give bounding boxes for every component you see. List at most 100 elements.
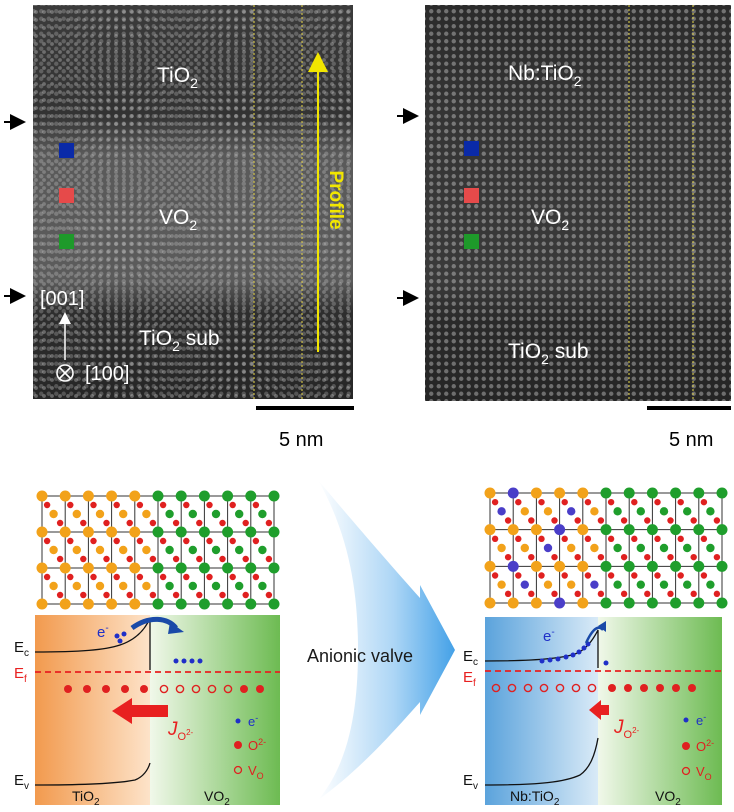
lattice-oxygen-atom [80,519,87,527]
lattice-oxygen-atom [206,501,213,509]
lattice-oxygen-atom [607,498,615,506]
lattice-oxygen-atom [136,501,144,509]
lattice-oxygen-atom [677,535,684,543]
lattice-body-cation [636,543,645,553]
lattice-oxygen-atom [667,553,674,561]
axis-001-label: [001] [40,288,84,310]
lattice-corner-cation [623,524,635,536]
left-scale-bar [256,406,354,410]
oxygen-ion [256,685,264,693]
lattice-corner-cation [646,487,658,499]
blue-square-marker [59,143,74,158]
oxygen-vacancy [539,683,549,693]
lattice-body-cation [497,543,506,553]
lattice-corner-cation [175,598,187,610]
lattice-oxygen-atom [172,555,180,563]
lattice-oxygen-atom [126,591,133,599]
oxygen-ion [688,684,696,692]
lattice-corner-cation [129,490,141,502]
lattice-corner-cation [507,524,519,536]
lattice-oxygen-atom [172,519,180,527]
right-legend-electron-label: e- [696,712,706,728]
lattice-oxygen-atom [700,535,708,543]
lattice-body-cation [706,543,715,553]
lattice-oxygen-atom [713,517,721,524]
left-electron-dot-1 [114,633,120,639]
lattice-body-cation [520,580,529,589]
lattice-corner-cation [484,487,496,499]
oxygen-ion [608,684,616,692]
lattice-oxygen-atom [56,591,64,599]
lattice-oxygen-atom [252,573,260,581]
right-scale-bar [647,406,731,410]
lattice-corner-cation [245,562,257,574]
lattice-corner-cation [646,560,658,572]
lattice-oxygen-atom [574,517,581,524]
lattice-oxygen-atom [113,537,120,545]
lattice-oxygen-atom [504,553,512,561]
lattice-oxygen-atom [584,498,592,506]
lattice-oxygen-atom [103,591,110,599]
lattice-body-cation [543,580,553,589]
axis-100-cross-b [58,366,72,380]
lattice-oxygen-atom [677,498,684,506]
lattice-corner-cation [82,490,94,502]
right-red-square-marker [464,188,479,203]
right-substrate-label: TiO2 sub [508,340,589,367]
left-electron-transfer-arrowhead [168,622,184,634]
lattice-oxygen-atom [574,553,581,561]
lattice-body-cation [235,581,244,591]
right-legend-vacancy-dot [681,766,691,776]
lattice-oxygen-atom [690,553,697,561]
lattice-body-cation [211,581,221,591]
right-mid-layer-label: VO2 [531,206,569,233]
lattice-corner-cation [577,487,589,499]
lattice-oxygen-atom [584,535,592,543]
lattice-oxygen-atom [67,501,74,509]
oxygen-ion [240,685,248,693]
oxygen-ion [102,685,110,693]
left-substrate-label: TiO2 sub [139,327,220,354]
lattice-corner-cation [198,490,210,502]
lattice-body-cation [49,509,58,519]
left-electron-dot-2 [121,631,127,637]
lattice-corner-cation [36,598,48,610]
vo2-electron-3 [189,658,195,664]
axis-100-label: [100] [85,363,129,385]
lattice-corner-cation [36,526,48,538]
lattice-body-cation [613,507,622,516]
left-legend-electron-dot [235,718,241,724]
lattice-corner-cation [175,526,187,538]
lattice-oxygen-atom [56,555,64,563]
right-ec-label: Ec [463,648,478,668]
lattice-corner-cation [623,560,635,572]
lattice-oxygen-atom [631,572,638,579]
oxygen-vacancy [507,683,517,693]
lattice-corner-cation [600,524,612,536]
lattice-corner-cation [554,597,566,609]
lattice-oxygen-atom [491,535,499,543]
lattice-oxygen-atom [196,519,203,527]
lattice-corner-cation [129,598,141,610]
oxygen-ion [640,684,648,692]
lattice-corner-cation [222,562,234,574]
left-band-diagram: Ec Ef Ev e- JO2- e- O2- VO TiO2 VO2 [14,615,280,808]
left-flux-label: JO2- [167,719,194,743]
lattice-corner-cation [129,562,141,574]
lattice-corner-cation [600,560,612,572]
lattice-body-cation [567,580,576,589]
lattice-corner-cation [59,562,71,574]
lattice-corner-cation [222,490,234,502]
lattice-oxygen-atom [265,555,273,563]
lattice-oxygen-atom [229,501,236,509]
lattice-body-cation [258,545,267,555]
lattice-corner-cation [507,597,519,609]
right-ef-label: Ef [463,669,476,689]
left-stem-image: Profile TiO2 VO2 TiO2 sub [001] [100] [33,5,353,399]
lattice-body-cation [95,509,105,519]
lattice-corner-cation [152,598,164,610]
oxygen-ion [624,684,632,692]
oxygen-vacancy [159,684,169,694]
lattice-body-cation [258,581,267,591]
